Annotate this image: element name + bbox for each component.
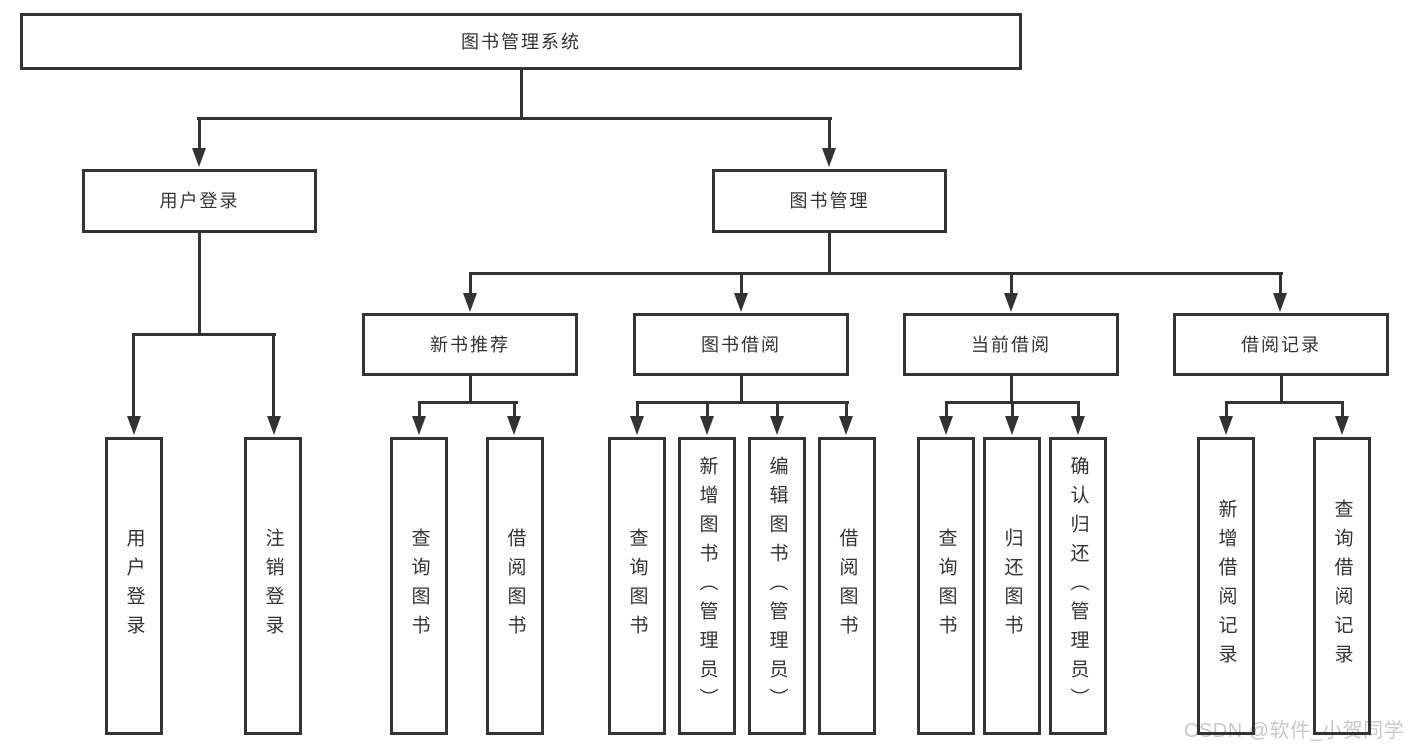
leaf-query-books-borrow: 查询图书 <box>608 437 666 735</box>
csdn-watermark: CSDN @软件_小贺同学 <box>1184 720 1405 742</box>
leaf-query-borrow-record-label: 查询借阅记录 <box>1331 499 1353 673</box>
connector-arrow <box>939 416 953 435</box>
connector-line <box>513 401 516 418</box>
connector-arrow <box>1004 293 1018 312</box>
connector-arrow <box>734 293 748 312</box>
connector-arrow <box>507 416 521 435</box>
leaf-logout: 注销登录 <box>244 437 302 735</box>
node-new-book-recommend-label: 新书推荐 <box>430 334 510 355</box>
connector-arrow <box>412 416 426 435</box>
connector-line <box>1225 401 1344 404</box>
connector-line <box>132 333 135 418</box>
connector-line <box>198 117 201 150</box>
connector-line <box>636 401 849 404</box>
connector-line <box>198 233 201 336</box>
connector-arrow <box>267 416 281 435</box>
leaf-return-books-label: 归还图书 <box>1001 528 1023 644</box>
connector-line <box>1225 401 1228 418</box>
leaf-query-books-recommend-label: 查询图书 <box>408 528 430 644</box>
connector-line <box>845 401 848 418</box>
connector-line <box>740 272 743 296</box>
connector-line <box>1280 376 1283 404</box>
connector-arrow <box>1335 416 1349 435</box>
connector-line <box>1077 401 1080 418</box>
node-user-login-label: 用户登录 <box>159 191 240 211</box>
leaf-edit-books-admin-label: 编辑图书（管理员） <box>766 455 788 717</box>
leaf-user-login-label: 用户登录 <box>123 528 145 644</box>
connector-arrow <box>822 148 836 167</box>
leaf-query-books-current-label: 查询图书 <box>935 528 957 644</box>
connector-line <box>197 117 832 120</box>
leaf-return-books: 归还图书 <box>983 437 1041 735</box>
leaf-query-books-borrow-label: 查询图书 <box>626 528 648 644</box>
connector-arrow <box>127 416 141 435</box>
connector-line <box>945 401 948 418</box>
node-book-management: 图书管理 <box>712 169 947 233</box>
connector-line <box>1011 401 1014 418</box>
connector-line <box>469 272 472 296</box>
connector-arrow <box>192 148 206 167</box>
leaf-confirm-return-admin-label: 确认归还（管理员） <box>1067 455 1089 717</box>
leaf-add-borrow-record-label: 新增借阅记录 <box>1215 499 1237 673</box>
leaf-edit-books-admin: 编辑图书（管理员） <box>748 437 806 735</box>
connector-line <box>1341 401 1344 418</box>
node-borrowing-records: 借阅记录 <box>1173 313 1389 376</box>
leaf-borrow-books: 借阅图书 <box>818 437 876 735</box>
connector-arrow <box>700 416 714 435</box>
connector-arrow <box>839 416 853 435</box>
connector-line <box>1010 272 1013 296</box>
connector-arrow <box>770 416 784 435</box>
connector-arrow <box>1219 416 1233 435</box>
leaf-query-books-recommend: 查询图书 <box>390 437 448 735</box>
connector-line <box>636 401 639 418</box>
connector-line <box>828 117 831 150</box>
leaf-logout-label: 注销登录 <box>262 528 284 644</box>
node-library-system-label: 图书管理系统 <box>461 31 581 52</box>
leaf-add-books-admin-label: 新增图书（管理员） <box>696 455 718 717</box>
connector-line <box>776 401 779 418</box>
connector-arrow <box>1273 293 1287 312</box>
leaf-user-login: 用户登录 <box>105 437 163 735</box>
connector-arrow <box>1005 416 1019 435</box>
node-current-borrowing: 当前借阅 <box>903 313 1119 376</box>
connector-line <box>469 376 472 404</box>
connector-line <box>706 401 709 418</box>
node-current-borrowing-label: 当前借阅 <box>971 334 1051 355</box>
leaf-add-borrow-record: 新增借阅记录 <box>1197 437 1255 735</box>
connector-arrow <box>463 293 477 312</box>
connector-line <box>132 333 276 336</box>
connector-line <box>1010 376 1013 404</box>
node-library-system: 图书管理系统 <box>20 13 1022 70</box>
leaf-add-books-admin: 新增图书（管理员） <box>678 437 736 735</box>
connector-line <box>469 272 1283 275</box>
node-book-management-label: 图书管理 <box>789 191 870 211</box>
leaf-borrow-books-label: 借阅图书 <box>836 528 858 644</box>
leaf-confirm-return-admin: 确认归还（管理员） <box>1049 437 1107 735</box>
connector-line <box>418 401 421 418</box>
node-new-book-recommend: 新书推荐 <box>362 313 578 376</box>
node-book-borrowing-label: 图书借阅 <box>701 334 781 355</box>
connector-arrow <box>1071 416 1085 435</box>
connector-line <box>740 376 743 404</box>
connector-line <box>828 233 831 275</box>
leaf-borrow-books-recommend: 借阅图书 <box>486 437 544 735</box>
connector-line <box>272 333 275 418</box>
connector-arrow <box>630 416 644 435</box>
leaf-query-borrow-record: 查询借阅记录 <box>1313 437 1371 735</box>
leaf-query-books-current: 查询图书 <box>917 437 975 735</box>
connector-line <box>1279 272 1282 296</box>
leaf-borrow-books-recommend-label: 借阅图书 <box>504 528 526 644</box>
node-user-login: 用户登录 <box>82 169 317 233</box>
connector-line <box>418 401 518 404</box>
node-book-borrowing: 图书借阅 <box>633 313 849 376</box>
connector-line <box>520 70 523 118</box>
node-borrowing-records-label: 借阅记录 <box>1241 334 1321 355</box>
